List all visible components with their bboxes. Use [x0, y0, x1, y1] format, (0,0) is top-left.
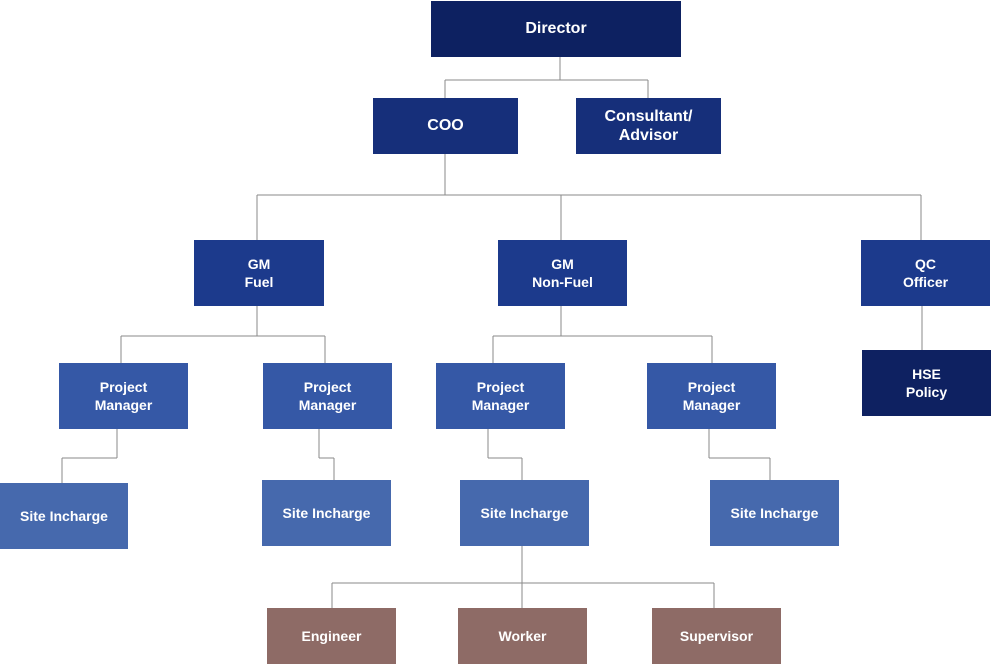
node-label-line2: Manager — [682, 397, 741, 413]
node-label-line1: Consultant/ — [604, 108, 693, 125]
node-label: Supervisor — [679, 628, 754, 644]
node-qc-officer: QC Officer — [861, 240, 990, 306]
node-label-line1: HSE — [912, 366, 941, 382]
node-director: Director — [431, 1, 681, 57]
node-site-incharge-4: Site Incharge — [710, 480, 839, 546]
node-site-incharge-2: Site Incharge — [262, 480, 391, 546]
node-consultant-advisor: Consultant/ Advisor — [576, 98, 721, 154]
node-hse-policy: HSE Policy — [862, 350, 991, 416]
node-label: COO — [427, 117, 464, 134]
node-label-line1: GM — [247, 256, 271, 272]
node-label: Site Incharge — [480, 505, 569, 521]
node-coo: COO — [373, 98, 518, 154]
node-label-line2: Policy — [905, 384, 948, 400]
node-gm-non-fuel: GM Non-Fuel — [498, 240, 627, 306]
node-label-line1: Project — [303, 379, 352, 395]
node-label: Site Incharge — [730, 505, 819, 521]
node-project-manager-4: Project Manager — [647, 363, 776, 429]
node-project-manager-2: Project Manager — [263, 363, 392, 429]
node-label: Site Incharge — [282, 505, 371, 521]
node-label: Site Incharge — [20, 508, 108, 524]
node-label-line2: Advisor — [618, 127, 679, 144]
node-worker: Worker — [458, 608, 587, 664]
node-label: Director — [525, 20, 587, 37]
node-label: Worker — [498, 628, 547, 644]
node-label-line1: QC — [915, 256, 936, 272]
node-project-manager-1: Project Manager — [59, 363, 188, 429]
node-label-line2: Fuel — [244, 274, 274, 290]
node-gm-fuel: GM Fuel — [194, 240, 324, 306]
node-project-manager-3: Project Manager — [436, 363, 565, 429]
node-label-line1: GM — [551, 256, 574, 272]
node-label-line2: Officer — [902, 274, 949, 290]
node-label-line2: Manager — [471, 397, 530, 413]
node-label-line2: Manager — [94, 397, 153, 413]
node-label-line2: Manager — [298, 397, 357, 413]
node-site-incharge-3: Site Incharge — [460, 480, 589, 546]
node-label-line1: Project — [476, 379, 525, 395]
node-label: Engineer — [301, 628, 362, 644]
node-supervisor: Supervisor — [652, 608, 781, 664]
node-label-line2: Non-Fuel — [532, 274, 593, 290]
node-engineer: Engineer — [267, 608, 396, 664]
node-site-incharge-1: Site Incharge — [0, 483, 128, 549]
node-label-line1: Project — [687, 379, 736, 395]
node-label-line1: Project — [99, 379, 148, 395]
